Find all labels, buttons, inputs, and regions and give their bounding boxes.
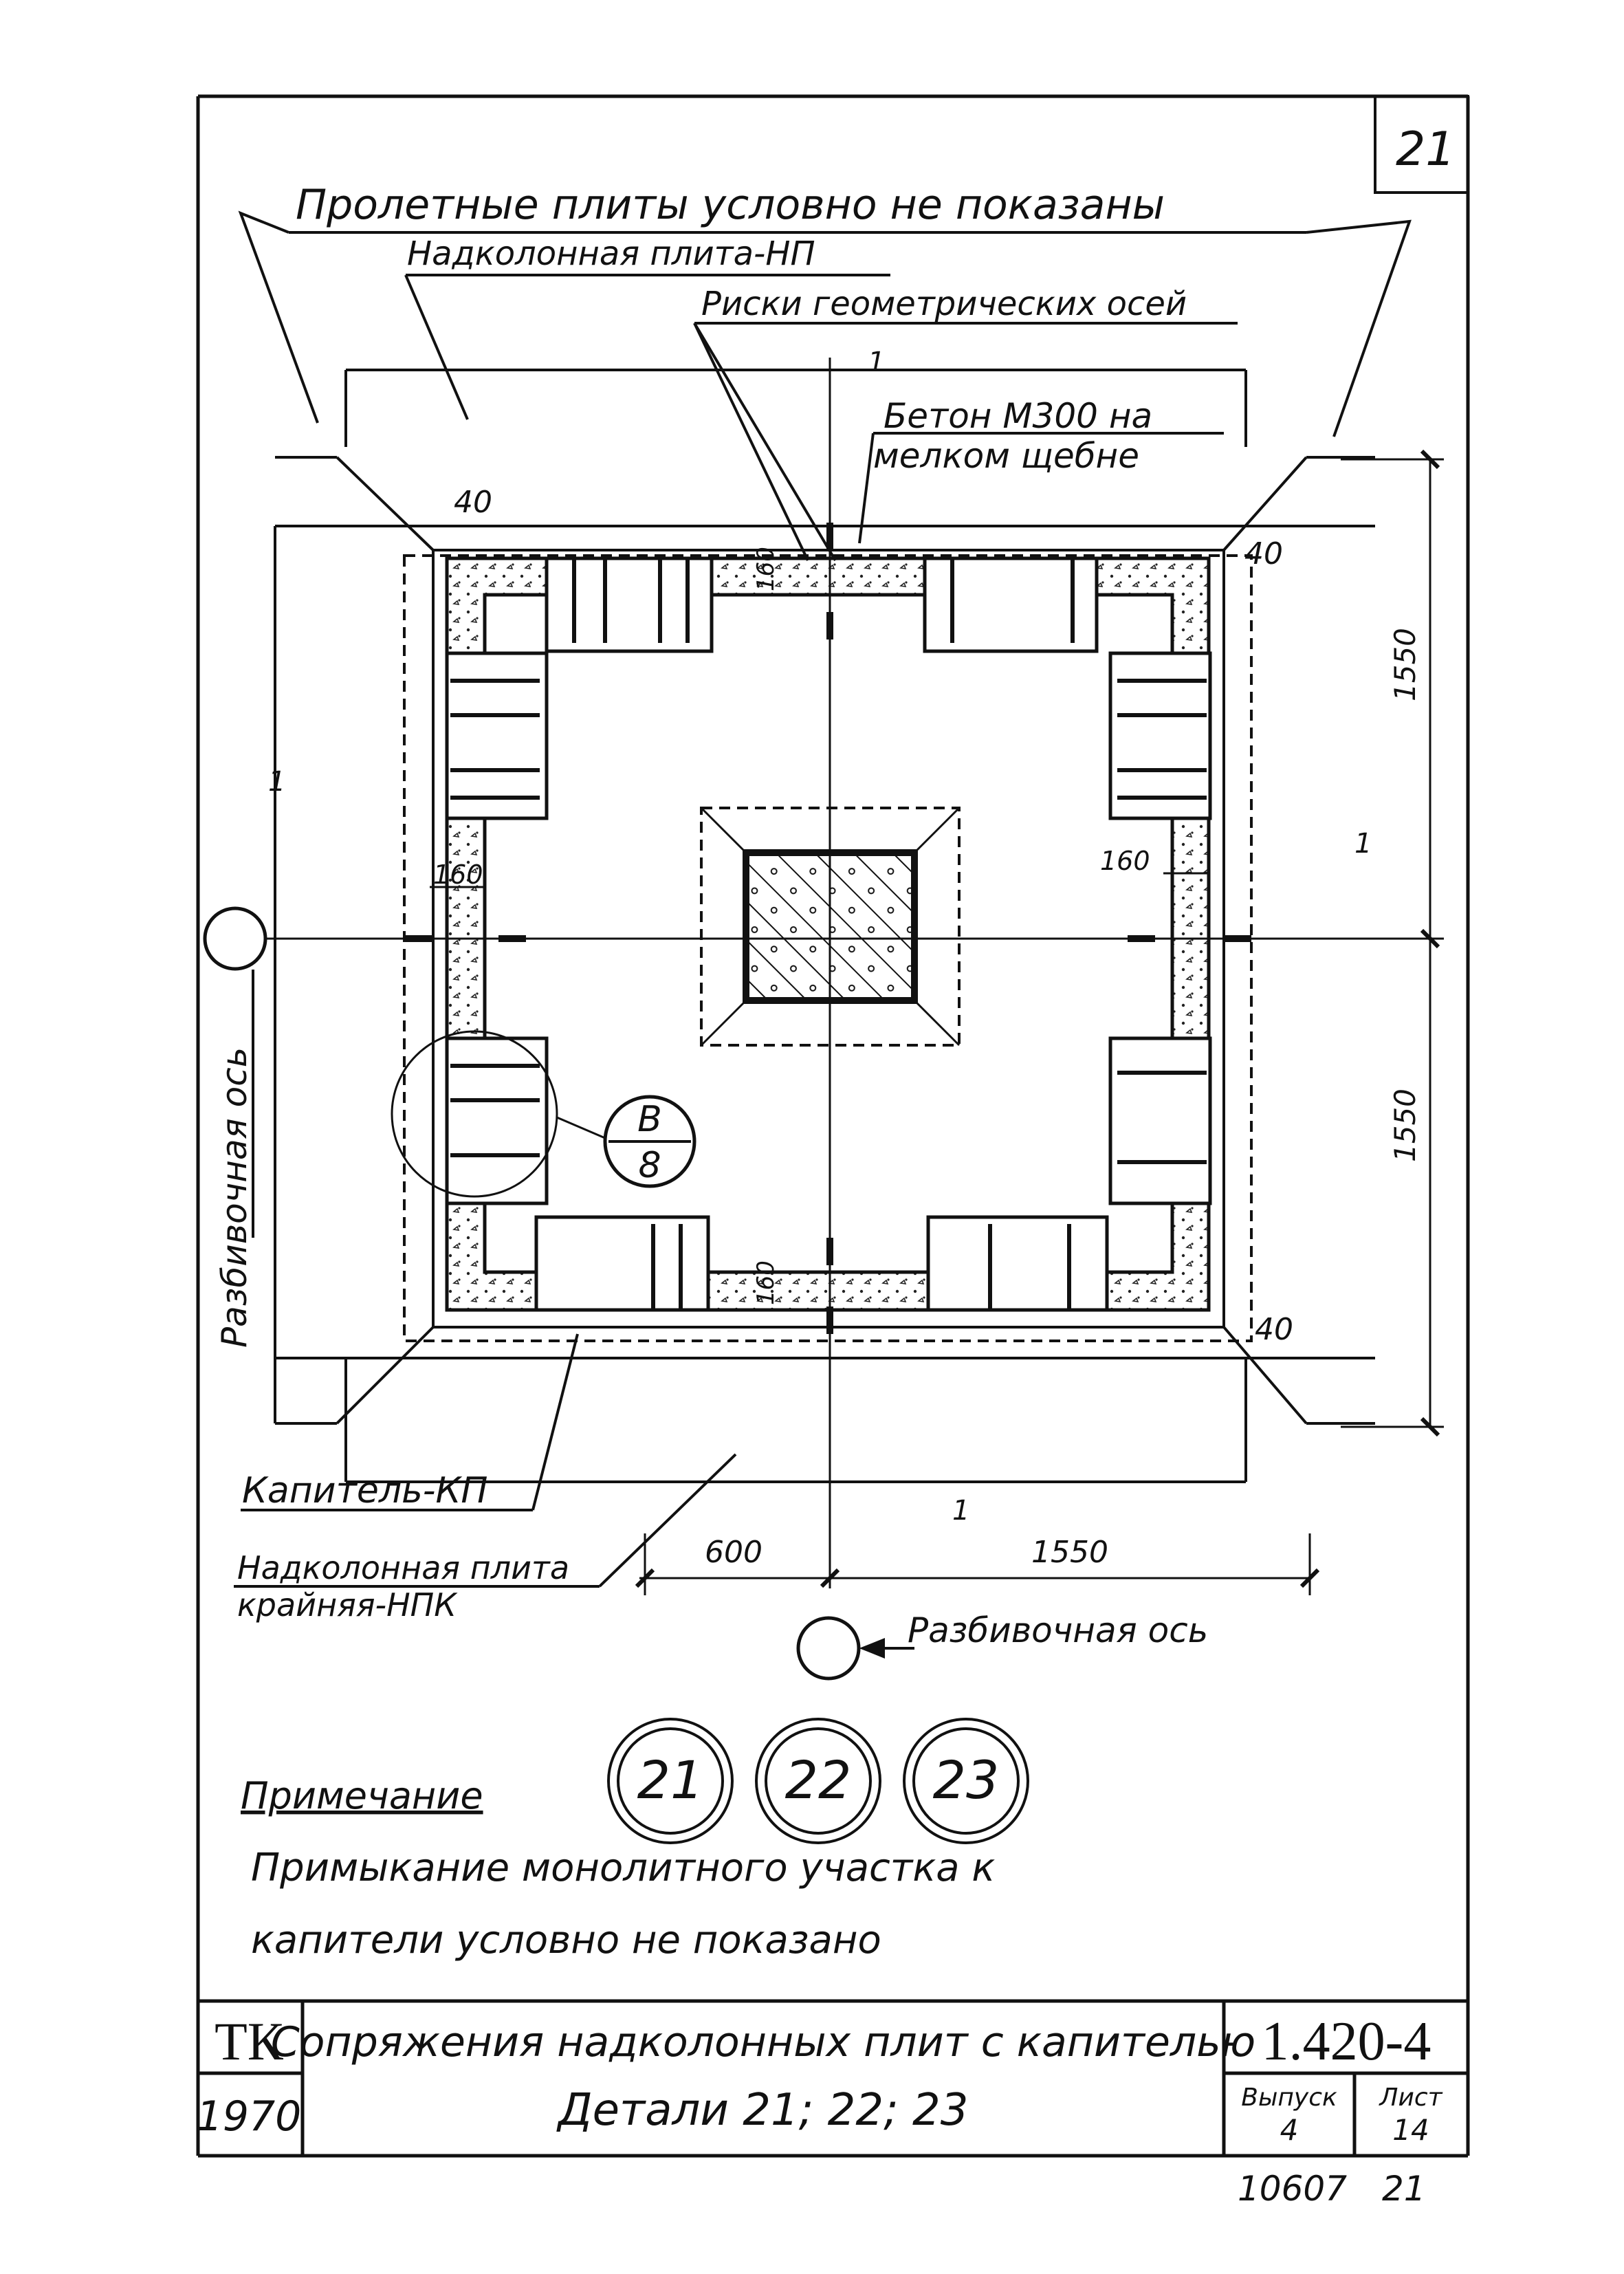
- top-leader-lines: [238, 210, 1412, 562]
- span-slabs-note: Пролетные плиты условно не показаны: [296, 181, 1165, 229]
- note-heading: Примечание: [241, 1774, 483, 1817]
- sheet-frame: [196, 94, 1470, 2158]
- title-line2: Детали 21; 22; 23: [556, 2085, 969, 2136]
- callout-top: В: [637, 1099, 662, 1140]
- concrete-label-line2: мелком щебне: [873, 436, 1139, 476]
- title-year: 1970: [197, 2092, 302, 2141]
- edge-slab-label-line1: Надколонная плита: [237, 1549, 569, 1586]
- dim-right-upper: 1550: [1388, 628, 1422, 701]
- detail-circle-23: 23: [903, 1718, 1029, 1844]
- thickness-right: 160: [1100, 846, 1150, 876]
- section-mark-left: 1: [268, 766, 285, 798]
- detail-circle-22-label: 22: [785, 1749, 852, 1811]
- bottom-axis-bubble: [796, 1616, 861, 1681]
- capital-label: Капитель-КП: [242, 1470, 488, 1511]
- gap-top-right: 40: [1244, 536, 1283, 571]
- section-mark-right: 1: [1354, 828, 1372, 860]
- left-axis-bubble: [203, 906, 267, 971]
- concrete-label-line1: Бетон М300 на: [884, 396, 1152, 436]
- dimension-lines: [430, 458, 1444, 1595]
- bottom-leader-lines: [234, 1333, 737, 1588]
- detail-circles: 21 22 23: [607, 1718, 1029, 1844]
- title-organization: ТК: [215, 2011, 284, 2071]
- title-issue-value: 4: [1280, 2113, 1299, 2147]
- detail-circle-21-label: 21: [637, 1749, 704, 1811]
- title-series: 1.420-4: [1262, 2011, 1431, 2072]
- title-issue-label: Выпуск: [1241, 2084, 1337, 2112]
- axis-arrows: [252, 970, 914, 1659]
- detail-circle-22: 22: [755, 1718, 881, 1844]
- axis-marks-label: Риски геометрических осей: [701, 285, 1187, 323]
- dim-bottom-left: 600: [705, 1535, 762, 1570]
- title-block: [198, 1999, 1468, 2156]
- archive-sheet: 21: [1382, 2169, 1426, 2209]
- sheet-corner-number: 21: [1396, 122, 1456, 177]
- note-line2: капители условно не показано: [251, 1918, 881, 1963]
- thickness-top: 160: [752, 547, 780, 591]
- detail-circle-21: 21: [607, 1718, 734, 1844]
- note-line1: Примыкание монолитного участка к: [251, 1846, 995, 1890]
- title-sheet-label: Лист: [1378, 2084, 1442, 2112]
- detail-callout: В 8: [603, 1095, 696, 1188]
- thickness-bottom: 160: [752, 1260, 780, 1305]
- layout-axis-left-label: Разбивочная ось: [215, 1047, 254, 1348]
- concrete-infill-band: [445, 556, 1212, 1312]
- edge-slab-label-line2: крайняя-НПК: [237, 1586, 458, 1623]
- title-sheet-value: 14: [1392, 2113, 1429, 2147]
- column-slab-label: Надколонная плита-НП: [407, 234, 815, 273]
- anchor-bars: [450, 558, 1207, 1310]
- archive-number: 10607: [1238, 2169, 1347, 2209]
- slab-outline: [274, 369, 1375, 1483]
- layout-axis-bottom-label: Разбивочная ось: [908, 1610, 1208, 1650]
- detail-region-circle: [391, 1030, 558, 1198]
- dim-bottom-right: 1550: [1031, 1535, 1108, 1570]
- gap-bottom-right: 40: [1255, 1312, 1293, 1347]
- dim-right-lower: 1550: [1388, 1089, 1422, 1162]
- title-line1: Сопряжения надколонных плит с капителью: [271, 2018, 1255, 2066]
- detail-circle-23-label: 23: [933, 1749, 1000, 1811]
- gap-top-left: 40: [454, 485, 492, 520]
- thickness-left: 160: [433, 860, 483, 890]
- axis-tick-marks: [406, 523, 1251, 1334]
- dimension-ticks: [635, 449, 1440, 1588]
- callout-bottom: 8: [638, 1145, 661, 1186]
- section-mark-bottom: 1: [952, 1495, 969, 1527]
- section-mark-top: 1: [868, 347, 885, 378]
